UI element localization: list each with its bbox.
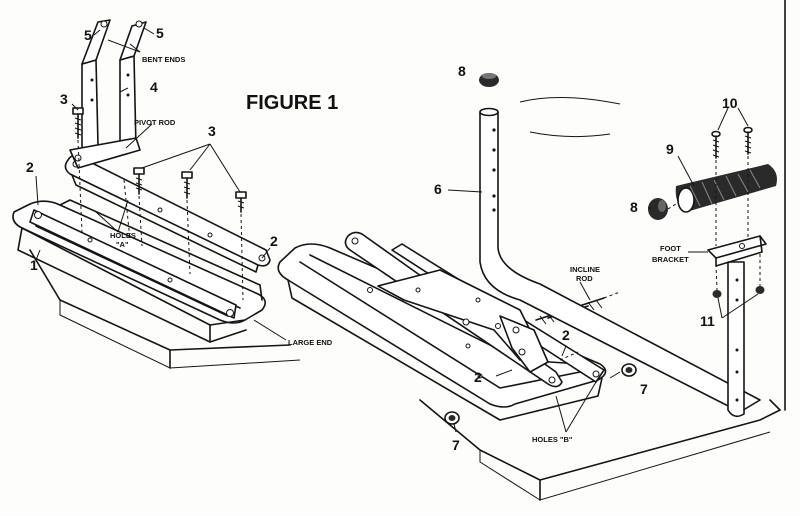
screw-10-left <box>711 130 721 159</box>
small-nuts <box>712 286 765 298</box>
screw-mid-1 <box>133 167 145 195</box>
callout-4: 4 <box>150 79 158 95</box>
callout-8-side: 8 <box>630 199 638 215</box>
left-screws <box>72 107 247 213</box>
left-leader-lines <box>35 27 287 341</box>
callout-3-group: 3 <box>208 123 216 139</box>
upper-rail <box>64 154 271 273</box>
callout-8-top: 8 <box>458 63 466 79</box>
callout-10: 10 <box>722 95 738 111</box>
tube-cap-top <box>479 73 499 87</box>
label-foot-line1: FOOT <box>660 244 681 253</box>
callout-11: 11 <box>700 313 715 329</box>
pivot-upright-tubes <box>69 19 147 169</box>
foot-bracket <box>707 235 767 267</box>
callout-3-left: 3 <box>60 91 68 107</box>
label-holes-a-line1: HOLES <box>110 231 136 240</box>
roller-end-cap <box>648 198 668 220</box>
lock-nut-right <box>621 363 637 377</box>
label-incline-line1: INCLINE <box>570 265 600 274</box>
roller-screws <box>711 126 753 159</box>
screw-mid-3 <box>235 191 247 213</box>
callout-5-right: 5 <box>156 25 164 41</box>
label-bent-ends: BENT ENDS <box>142 55 185 64</box>
label-incline-line2: ROD <box>576 274 593 283</box>
label-holes-b: HOLES "B" <box>532 435 573 444</box>
right-alignment-lines <box>559 156 761 361</box>
screw-10-right <box>743 126 753 155</box>
left-alignment-lines <box>77 139 244 301</box>
callout-6: 6 <box>434 181 442 197</box>
lock-nut-left <box>444 411 460 425</box>
floor-surface-left <box>29 249 301 369</box>
callout-2-incline: 2 <box>562 327 570 343</box>
label-foot-line2: BRACKET <box>652 255 689 264</box>
callout-2-left: 2 <box>26 159 34 175</box>
foot-post <box>727 261 745 418</box>
right-leader-lines <box>447 107 759 433</box>
foam-roller <box>675 164 777 213</box>
callout-2-right: 2 <box>270 233 278 249</box>
screw-mid-2 <box>181 171 193 199</box>
label-pivot-rod: PIVOT ROD <box>134 118 176 127</box>
callout-2-bottom: 2 <box>474 369 482 385</box>
callout-5-left: 5 <box>84 27 92 43</box>
floor-surface-right <box>419 0 786 501</box>
motion-marks <box>519 96 621 138</box>
callout-9: 9 <box>666 141 674 157</box>
inner-support-rails <box>29 199 263 319</box>
callout-1: 1 <box>30 257 38 273</box>
lock-nuts <box>444 363 637 425</box>
figure-title: FIGURE 1 <box>246 92 338 114</box>
callout-7-left: 7 <box>452 437 460 453</box>
label-large-end: LARGE END <box>288 338 333 347</box>
callout-7-right: 7 <box>640 381 648 397</box>
label-holes-a-line2: "A" <box>116 240 129 249</box>
screw-upper-left <box>72 107 84 139</box>
upright-tube <box>479 107 761 413</box>
incline-bracket <box>367 269 549 379</box>
